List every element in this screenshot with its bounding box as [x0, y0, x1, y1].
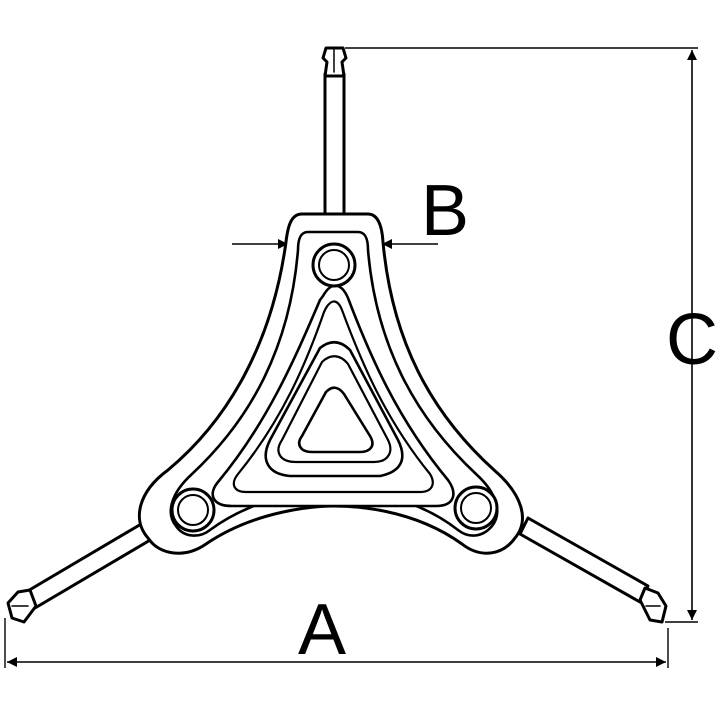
- dimension-label-a: A: [298, 590, 346, 670]
- y-wrench: [6, 46, 668, 624]
- boss-right-inner: [460, 492, 492, 524]
- dimension-lines: [7, 50, 697, 667]
- left-shaft: [24, 518, 159, 610]
- left-bit: [6, 518, 159, 624]
- top-shaft: [323, 72, 346, 222]
- inner-triangle-core: [298, 386, 374, 454]
- dimension-label-c: C: [666, 300, 718, 380]
- right-bit: [518, 516, 668, 624]
- right-shaft: [518, 516, 650, 604]
- extension-lines: [4, 47, 698, 668]
- boss-top-inner: [318, 249, 350, 281]
- right-torx-tip: [638, 586, 668, 624]
- dimension-label-b: B: [421, 171, 469, 251]
- corner-bosses: [170, 242, 499, 533]
- top-bit: [321, 46, 348, 222]
- boss-left-inner: [177, 494, 209, 526]
